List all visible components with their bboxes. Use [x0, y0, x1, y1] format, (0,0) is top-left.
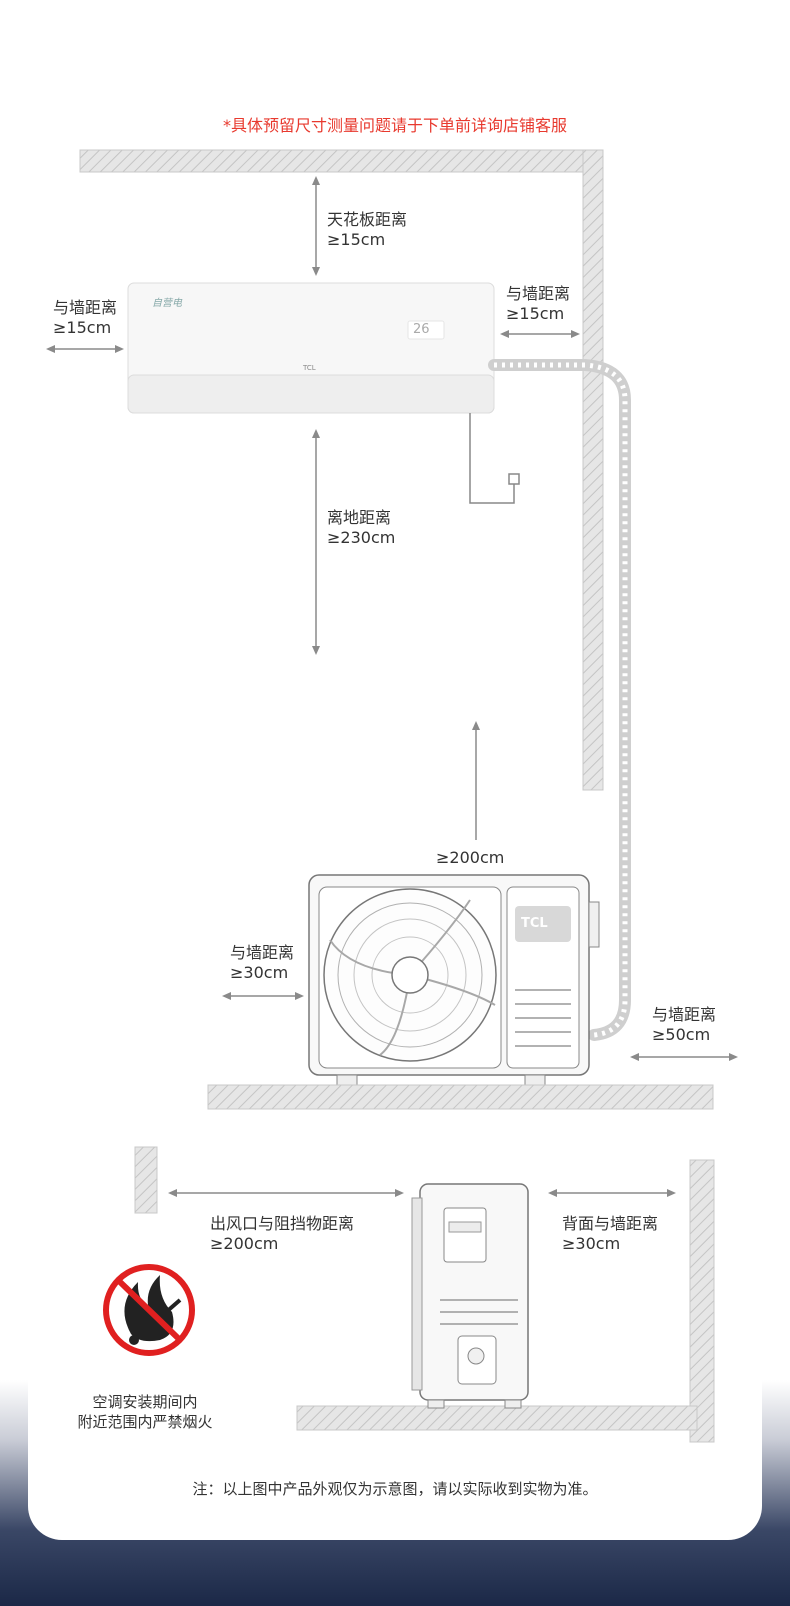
indoor-unit-temperature: 26	[413, 322, 430, 337]
ceiling-distance-title: 天花板距离	[327, 210, 408, 229]
right-wall-distance-value: ≥15cm	[506, 304, 565, 323]
ceiling-distance-value: ≥15cm	[327, 230, 386, 249]
warning-line-1: 空调安装期间内	[92, 1393, 198, 1411]
notice-text: *具体预留尺寸测量问题请于下单前详询店铺客服	[222, 116, 567, 135]
side-right-wall	[689, 1159, 715, 1443]
side-floor	[296, 1405, 698, 1431]
outlet-distance-value: ≥200cm	[210, 1234, 279, 1253]
left-wall-distance-title: 与墙距离	[53, 298, 118, 317]
outdoor-unit-side	[411, 1183, 529, 1409]
drain-line	[469, 413, 515, 504]
indoor-unit	[127, 282, 495, 414]
warning-line-2: 附近范围内严禁烟火	[77, 1413, 213, 1431]
right-wall	[582, 149, 604, 791]
ceiling-wall	[79, 149, 601, 173]
outdoor-unit-front	[308, 874, 600, 1086]
footnote-text: 注：以上图中产品外观仅为示意图，请以实际收到实物为准。	[192, 1480, 598, 1498]
indoor-unit-brand: TCL	[303, 364, 316, 372]
outlet-distance-title: 出风口与阻挡物距离	[210, 1214, 355, 1233]
outdoor-unit-brand: TCL	[521, 916, 548, 931]
indoor-unit-logo: 自营电	[152, 298, 182, 309]
right-wall-distance-title: 与墙距离	[506, 284, 571, 303]
outdoor-floor	[207, 1084, 714, 1110]
refrigerant-pipe	[488, 359, 631, 1041]
side-left-obstacle	[134, 1146, 158, 1214]
no-fire-icon	[103, 1264, 195, 1356]
outdoor-right-distance-title: 与墙距离	[652, 1005, 717, 1024]
outdoor-left-distance-title: 与墙距离	[230, 943, 295, 962]
outdoor-left-distance-value: ≥30cm	[230, 963, 289, 982]
back-distance-value: ≥30cm	[562, 1234, 621, 1253]
floor-distance-title: 离地距离	[327, 508, 392, 527]
outdoor-top-distance-value: ≥200cm	[436, 848, 505, 867]
floor-distance-value: ≥230cm	[327, 528, 396, 547]
left-wall-distance-value: ≥15cm	[53, 318, 112, 337]
outdoor-right-distance-value: ≥50cm	[652, 1025, 711, 1044]
back-distance-title: 背面与墙距离	[562, 1214, 659, 1233]
drain-outlet	[508, 473, 520, 485]
